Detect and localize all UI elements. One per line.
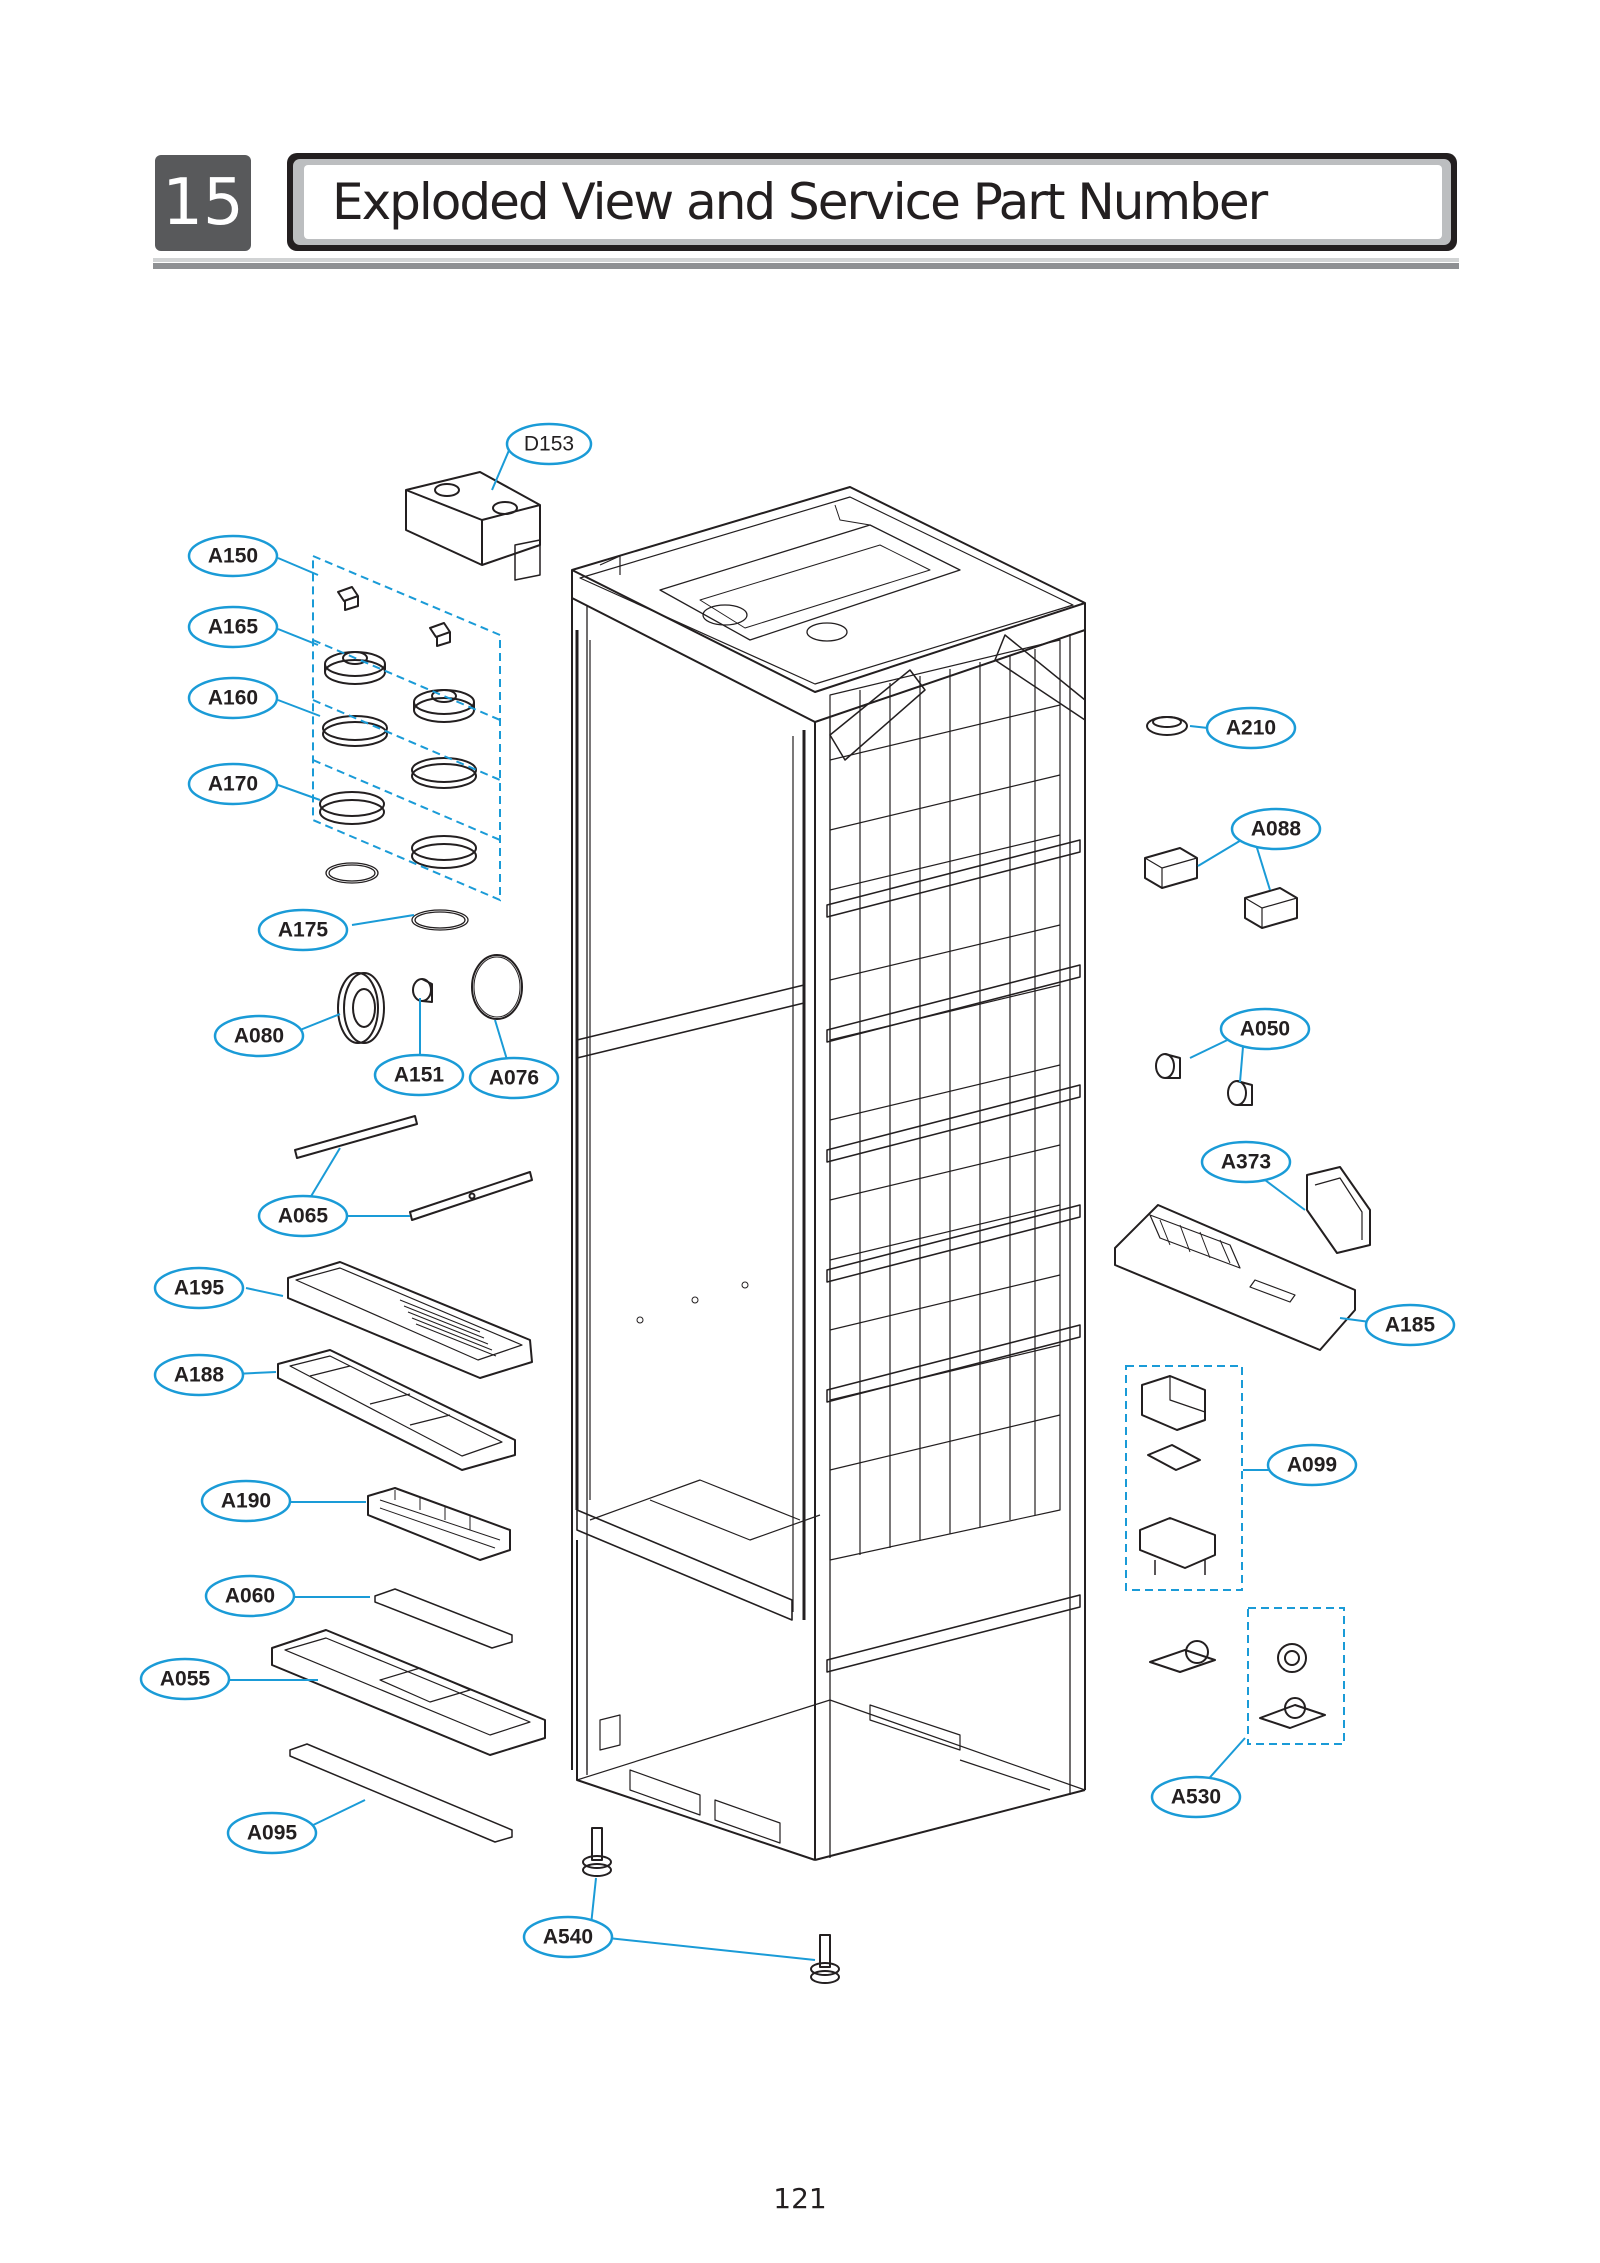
part-a210-cap [1146, 716, 1188, 736]
callout-a095-bubble [226, 1811, 318, 1855]
callout-a099-bubble [1266, 1443, 1358, 1487]
callout-a150-bubble [187, 534, 279, 578]
callout-a080-bubble [213, 1014, 305, 1058]
callout-a188: A188 [174, 1364, 225, 1387]
callout-a188-bubble [153, 1353, 245, 1397]
part-a540-levelling-foot [582, 1827, 840, 1984]
callout-a088: A088 [1251, 818, 1302, 841]
part-a530-hinge [1149, 1640, 1326, 1729]
callout-d153-bubble [505, 422, 593, 466]
callout-a055-bubble [139, 1657, 231, 1701]
callout-a210-bubble [1205, 706, 1297, 750]
callout-a076-bubble [468, 1056, 560, 1100]
callout-a373: A373 [1221, 1151, 1271, 1174]
callout-a175-bubble [257, 908, 349, 952]
callout-a185: A185 [1385, 1314, 1436, 1337]
section-number-badge: 15 [155, 155, 251, 251]
page-number: 121 [773, 2182, 827, 2215]
part-a080-knob [337, 972, 385, 1044]
part-a095-gasket [289, 1743, 513, 1843]
part-a160-fan [322, 715, 477, 789]
part-a185-cover [1114, 1204, 1356, 1351]
callout-a050-bubble [1219, 1007, 1311, 1051]
callout-a530: A530 [1171, 1786, 1221, 1809]
cabinet-frame [571, 486, 1086, 1861]
part-d153-control-box [405, 471, 541, 581]
callout-a195-bubble [153, 1266, 245, 1310]
dashed-group-boundaries [312, 554, 1345, 1745]
section-title-frame: Exploded View and Service Part Number [287, 153, 1457, 251]
callout-a190-bubble [200, 1479, 292, 1523]
callout-a080: A080 [234, 1025, 284, 1048]
callout-a151-bubble [373, 1053, 465, 1097]
section-title: Exploded View and Service Part Number [332, 173, 1268, 231]
part-a373-pcb [1306, 1166, 1371, 1254]
title-underline-light [153, 258, 1459, 262]
callout-a195: A195 [174, 1277, 225, 1300]
part-a165-fan-holder [324, 651, 475, 723]
title-underline [153, 263, 1459, 269]
callout-a160-bubble [187, 676, 279, 720]
part-a188-filter-frame [277, 1349, 516, 1471]
callout-d153: D153 [524, 433, 574, 456]
part-a190-grille [367, 1487, 511, 1561]
part-a150-clip [337, 586, 451, 647]
part-a060-gasket [374, 1588, 513, 1649]
callout-a165-bubble [187, 605, 279, 649]
callout-a170-bubble [187, 762, 279, 806]
part-a151 [412, 978, 433, 1003]
callout-a099: A099 [1287, 1454, 1337, 1477]
callout-a076: A076 [489, 1067, 539, 1090]
callout-a210: A210 [1226, 717, 1276, 740]
part-a065-rail [294, 1115, 533, 1221]
part-a099-water-filter-housing [1139, 1375, 1216, 1575]
part-a195-tray [287, 1261, 533, 1379]
callout-a185-bubble [1364, 1303, 1456, 1347]
callout-a088-bubble [1230, 807, 1322, 851]
callout-a160: A160 [208, 687, 258, 710]
callout-a530-bubble [1150, 1775, 1242, 1819]
callout-a060: A060 [225, 1585, 275, 1608]
callout-a373-bubble [1200, 1140, 1292, 1184]
callout-a065-bubble [257, 1194, 349, 1238]
callout-a050: A050 [1240, 1018, 1290, 1041]
callout-a165: A165 [208, 616, 259, 639]
callout-a055: A055 [160, 1668, 211, 1691]
part-a076-o-ring [471, 954, 523, 1020]
part-a055-frame [271, 1629, 546, 1756]
callout-a065: A065 [278, 1205, 329, 1228]
callout-a175: A175 [278, 919, 329, 942]
part-a050-cap [1155, 1053, 1253, 1106]
part-a088-bracket [1144, 847, 1298, 929]
callout-a060-bubble [204, 1574, 296, 1618]
part-a175-gasket [325, 862, 469, 931]
callout-a540-bubble [522, 1915, 614, 1959]
callout-a190: A190 [221, 1490, 271, 1513]
callout-a540: A540 [543, 1926, 593, 1949]
callout-a150: A150 [208, 545, 258, 568]
callout-a095: A095 [247, 1822, 298, 1845]
callout-bubbles: D153 A150 A165 A160 A170 A175 A080 A151 … [139, 422, 1456, 1959]
callout-a170: A170 [208, 773, 258, 796]
callout-a151: A151 [394, 1064, 445, 1087]
part-a170-ring [319, 791, 477, 869]
